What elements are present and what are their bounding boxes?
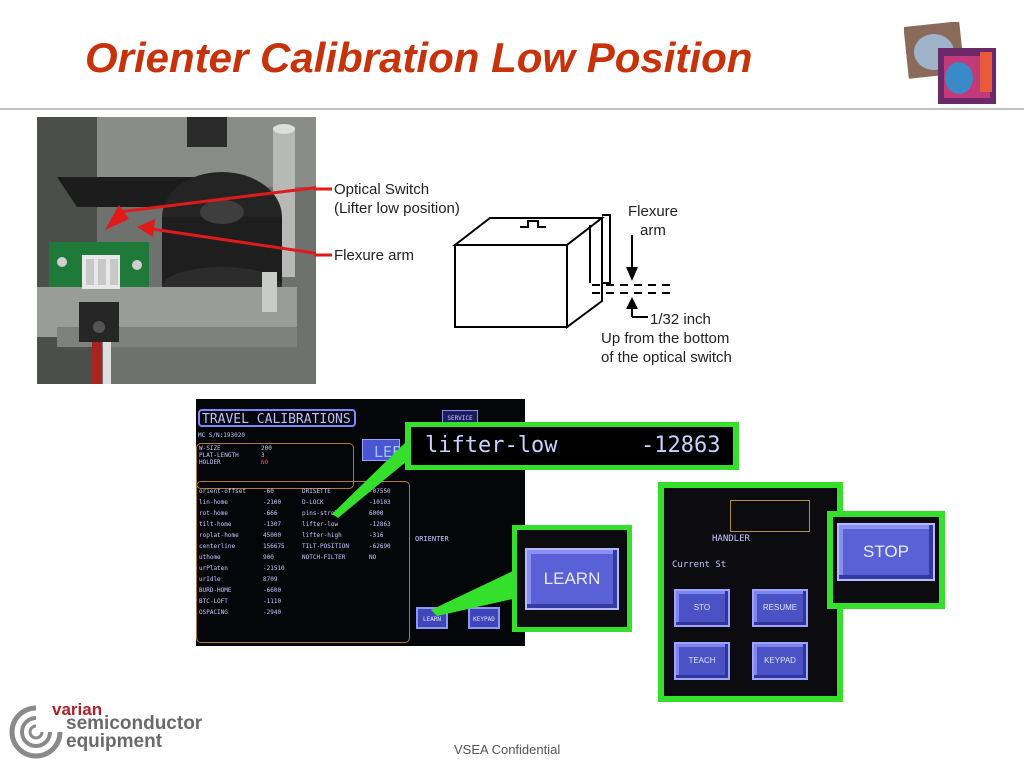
calibration-value: -60 bbox=[263, 488, 274, 495]
keypad-small-button[interactable]: KEYPAD bbox=[468, 607, 500, 629]
current-state-label: Current St bbox=[672, 560, 727, 570]
calibration-label: BTC-LOFT bbox=[199, 598, 228, 605]
gap-note-line2: of the optical switch bbox=[601, 349, 732, 366]
calibration-label: DRISETTE bbox=[302, 488, 331, 495]
calibration-value: -6600 bbox=[263, 587, 282, 594]
lifter-low-label: lifter-low bbox=[425, 433, 558, 458]
calibration-label: OSPACING bbox=[199, 609, 228, 616]
calibration-label: rot-home bbox=[199, 510, 228, 517]
gap-note: Up from the bottom of the optical switch bbox=[601, 329, 732, 367]
lifter-low-display: lifter-low -12863 bbox=[411, 427, 733, 465]
handler-panel: HANDLER Current St STO RESUME TEACH KEYP… bbox=[664, 488, 837, 696]
calibration-value: -62690 bbox=[369, 543, 391, 550]
orienter-label: ORIENTER bbox=[415, 535, 449, 543]
optical-switch-line1: Optical Switch bbox=[334, 181, 430, 198]
logo-swirl-icon bbox=[9, 705, 63, 759]
learn-panel: LEARN bbox=[517, 530, 627, 627]
calibration-label: tilt-home bbox=[199, 521, 232, 528]
calibration-table: orient-offset -60 lin-home -2100 rot-home -66… bbox=[196, 481, 410, 643]
lifter-low-value: -12863 bbox=[641, 433, 721, 458]
teach-button[interactable]: TEACH bbox=[674, 642, 730, 680]
logo-line2: semiconductor bbox=[66, 713, 203, 734]
learn-button[interactable]: LEARN bbox=[525, 548, 619, 610]
info-value-2: NO bbox=[261, 459, 269, 466]
gap-note-line1: Up from the bottom bbox=[601, 330, 730, 347]
serial-number: MC S/N:193020 bbox=[198, 432, 245, 439]
calibration-label: BURD-HOME bbox=[199, 587, 232, 594]
calibration-label: TILT-POSITION bbox=[302, 543, 349, 550]
calibration-value: -10103 bbox=[369, 499, 391, 506]
logo-line3: equipment bbox=[66, 731, 163, 752]
calibration-value: 156675 bbox=[263, 543, 285, 550]
calibration-value: 6000 bbox=[369, 510, 384, 517]
calibration-value: -316 bbox=[369, 532, 384, 539]
varian-logo: varian semiconductor equipment bbox=[8, 700, 238, 762]
diagram-flexure-line1: Flexure bbox=[628, 203, 679, 220]
calibration-label: urIdle bbox=[199, 576, 221, 583]
handler-highlight: HANDLER Current St STO RESUME TEACH KEYP… bbox=[658, 482, 843, 702]
calibration-value: 45000 bbox=[263, 532, 282, 539]
calibration-value: -666 bbox=[263, 510, 278, 517]
calibration-value: 900 bbox=[263, 554, 274, 561]
calibration-label: urPlaten bbox=[199, 565, 228, 572]
logo-line1: varian bbox=[52, 700, 103, 719]
calibration-value: -2100 bbox=[263, 499, 282, 506]
gap-label: 1/32 inch bbox=[650, 311, 711, 328]
corner-image bbox=[903, 21, 998, 106]
green-connector-learn bbox=[431, 570, 517, 616]
calibration-value: -07550 bbox=[369, 488, 391, 495]
diagram-flexure-label: Flexure arm bbox=[628, 202, 678, 240]
calibration-label: lifter-low bbox=[302, 521, 339, 528]
handler-display bbox=[730, 500, 810, 532]
calibration-label: NOTCH-FILTER bbox=[302, 554, 346, 561]
info-panel: W-SIZE 200 PLAT-LENGTH 3 HOLDER NO bbox=[196, 443, 354, 489]
info-label-2: HOLDER bbox=[199, 459, 221, 466]
lifter-low-highlight: lifter-low -12863 bbox=[405, 422, 739, 470]
calibration-label: roplat-home bbox=[199, 532, 239, 539]
calibration-label: uthome bbox=[199, 554, 221, 561]
calibration-label: lifter-high bbox=[302, 532, 342, 539]
diagram-flexure-line2: arm bbox=[640, 222, 666, 239]
calibration-value: -12863 bbox=[369, 521, 391, 528]
info-label-0: W-SIZE bbox=[199, 445, 221, 452]
info-label-1: PLAT-LENGTH bbox=[199, 452, 239, 459]
keypad-button[interactable]: KEYPAD bbox=[752, 642, 808, 680]
footer-confidential: VSEA Confidential bbox=[454, 742, 561, 757]
calibration-value: 8709 bbox=[263, 576, 278, 583]
screen-title: TRAVEL CALIBRATIONS bbox=[198, 409, 356, 427]
flexure-arm-label: Flexure arm bbox=[334, 247, 415, 264]
calibration-value: -1307 bbox=[263, 521, 282, 528]
handler-label: HANDLER bbox=[712, 534, 750, 544]
calibration-value: NO bbox=[369, 554, 377, 561]
info-value-1: 3 bbox=[261, 452, 265, 459]
calibration-label: centerline bbox=[199, 543, 236, 550]
slide-title: Orienter Calibration Low Position bbox=[85, 34, 753, 81]
stop-button[interactable]: STOP bbox=[837, 523, 935, 581]
info-value-0: 200 bbox=[261, 445, 272, 452]
flexure-diagram bbox=[452, 214, 676, 329]
calibration-value: -2940 bbox=[263, 609, 282, 616]
learn-highlight: LEARN bbox=[512, 525, 632, 632]
callout-lines bbox=[314, 187, 332, 257]
optical-switch-line2: (Lifter low position) bbox=[334, 200, 460, 217]
calibration-label: pins-stroke bbox=[302, 510, 342, 517]
resume-button[interactable]: RESUME bbox=[752, 589, 808, 627]
stop-highlight: STOP bbox=[827, 511, 945, 609]
orienter-photo bbox=[37, 117, 316, 384]
calibration-label: lin-home bbox=[199, 499, 228, 506]
stop-small-button[interactable]: STO bbox=[674, 589, 730, 627]
title-divider bbox=[0, 108, 1024, 110]
optical-switch-label: Optical Switch (Lifter low position) bbox=[334, 180, 460, 218]
calibration-label: D-LOCK bbox=[302, 499, 324, 506]
calibration-value: -1110 bbox=[263, 598, 282, 605]
calibration-label: orient-offset bbox=[199, 488, 246, 495]
calibration-value: -21510 bbox=[263, 565, 285, 572]
stop-panel: STOP bbox=[833, 517, 939, 603]
